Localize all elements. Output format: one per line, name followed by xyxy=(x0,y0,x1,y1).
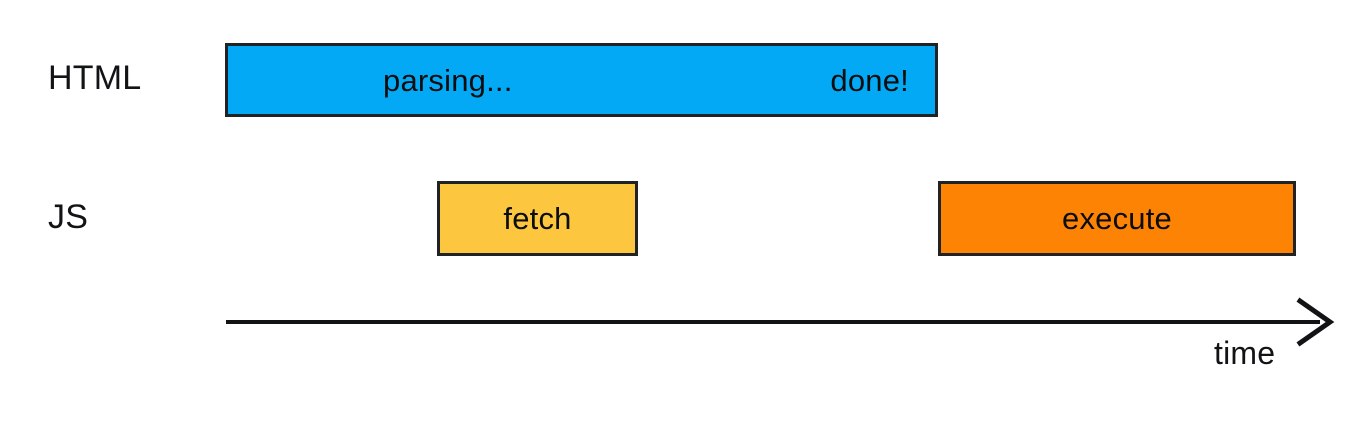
row-label-js: JS xyxy=(48,198,89,236)
bar-js-execute: execute xyxy=(938,181,1296,256)
bar-label-parsing: parsing... xyxy=(383,62,513,98)
time-axis-arrow xyxy=(226,297,1335,347)
bar-label-done: done! xyxy=(830,62,909,98)
row-label-html: HTML xyxy=(48,59,142,97)
bar-label-execute: execute xyxy=(1062,201,1172,236)
bar-html-parsing: parsing... done! xyxy=(225,43,938,117)
time-axis-label: time xyxy=(1214,335,1276,371)
bar-label-fetch: fetch xyxy=(503,201,572,236)
bar-js-fetch: fetch xyxy=(437,181,638,256)
time-axis-arrowhead xyxy=(1296,297,1335,347)
